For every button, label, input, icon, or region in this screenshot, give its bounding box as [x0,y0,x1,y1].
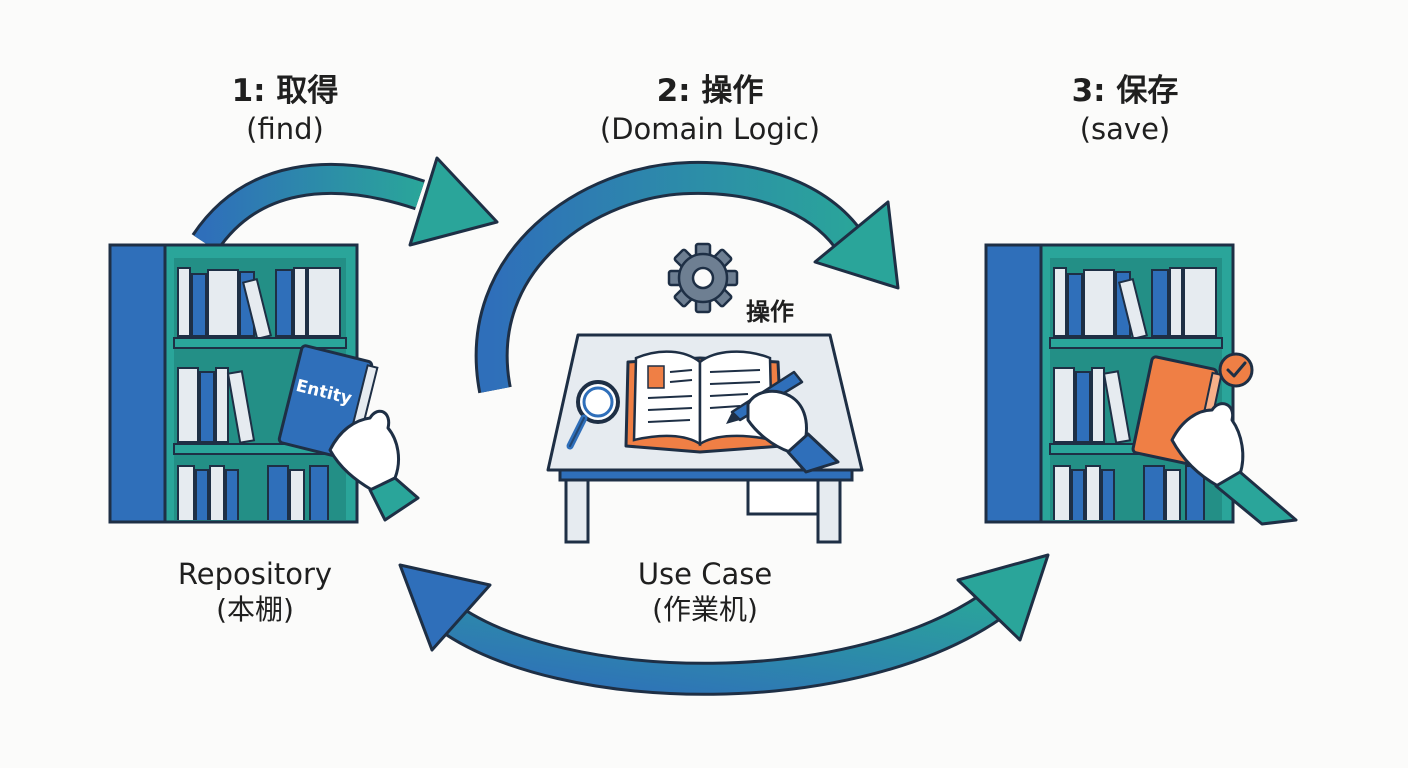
usecase-name: Use Case [637,557,773,591]
arrow-domain-logic [474,160,900,394]
repository-jp: (本棚) [216,593,294,627]
arrow-save-loop [398,553,1050,696]
hand-icon [328,409,420,522]
step-1-subtitle: (find) [246,111,324,146]
step-1-title: 1: 取得 [231,73,339,109]
arrow-find [191,156,499,253]
gear-label: 操作 [746,298,794,326]
step-2-label: 2: 操作 (Domain Logic) [540,72,880,147]
writing-hand-icon [746,389,840,474]
magnifier-icon [566,380,620,450]
bookshelf-icon [984,243,1235,524]
gear-icon [667,242,739,314]
open-book-icon [624,350,784,454]
check-badge-icon [1218,352,1254,388]
step-1-label: 1: 取得 (find) [160,72,410,147]
repository-label: Repository (本棚) [130,556,380,627]
repository-name: Repository [177,557,333,591]
step-3-title: 3: 保存 [1071,73,1179,109]
hand-icon [1170,402,1298,526]
step-2-title: 2: 操作 [656,73,764,109]
step-2-subtitle: (Domain Logic) [599,111,821,146]
step-3-label: 3: 保存 (save) [1000,72,1250,147]
usecase-jp: (作業机) [652,593,758,627]
usecase-label: Use Case (作業机) [580,556,830,627]
step-3-subtitle: (save) [1079,111,1171,146]
